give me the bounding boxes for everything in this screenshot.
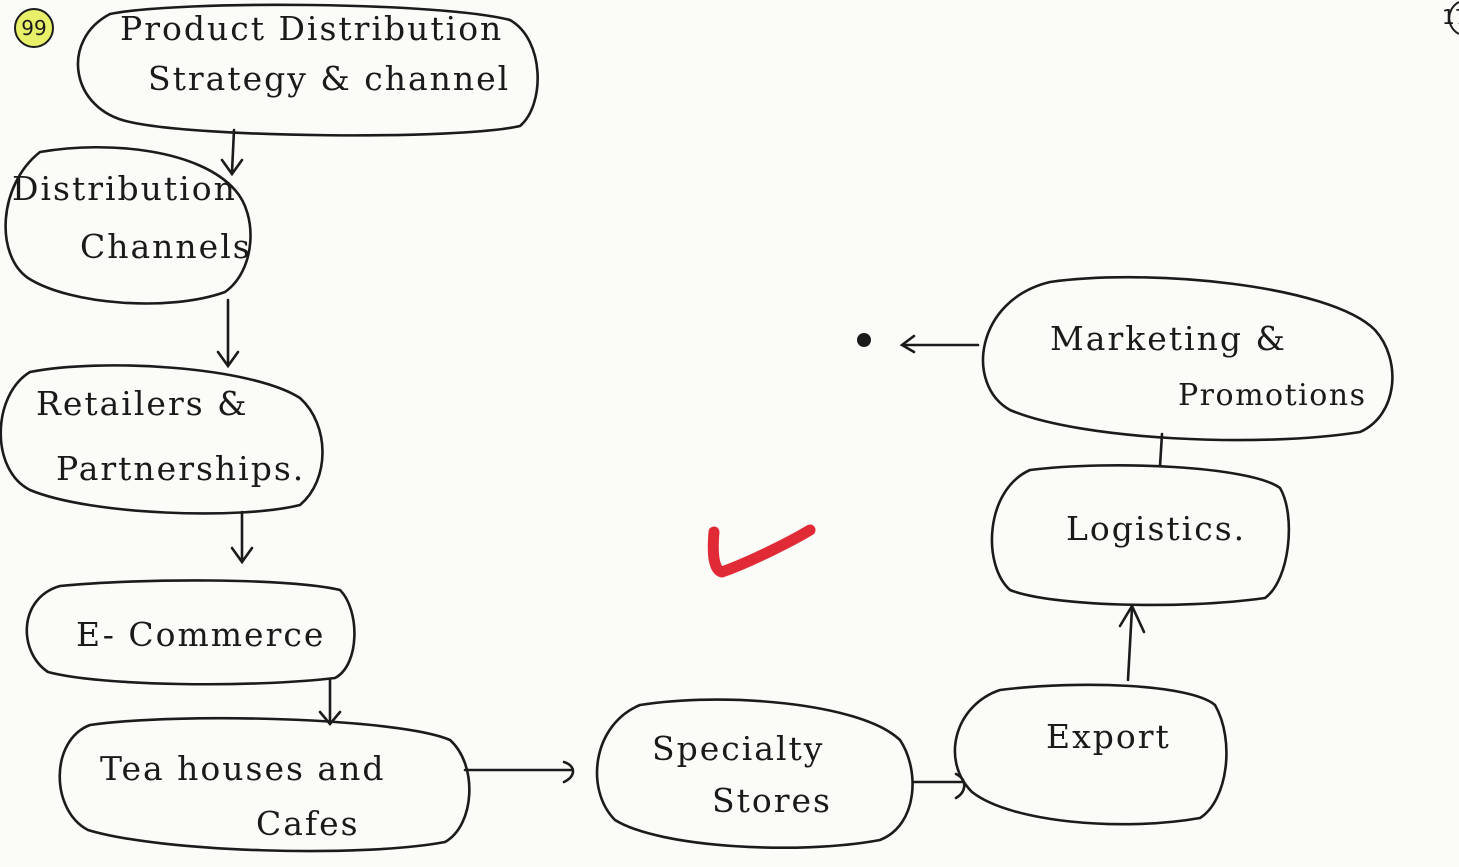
node-specialty-line1: Specialty: [652, 729, 824, 768]
node-export: Export: [953, 683, 1228, 826]
page-number-marker: 17: [1442, 1, 1459, 35]
node-product-distribution: Product Distribution Strategy & channel: [76, 3, 539, 137]
node-specialty-line2: Stores: [712, 781, 832, 820]
node-tea-houses-line1: Tea houses and: [100, 749, 385, 788]
arrow-to-endpoint: [857, 333, 980, 354]
arrow-to-ecommerce: [230, 510, 254, 565]
node-export-line1: Export: [1046, 717, 1171, 756]
question-number-badge: 99: [14, 8, 54, 48]
node-retailers-line1: Retailers &: [36, 384, 249, 423]
arrow-to-export: [912, 772, 966, 800]
question-number: 99: [21, 16, 46, 40]
node-specialty-stores: Specialty Stores: [595, 698, 914, 850]
node-product-distribution-line2: Strategy & channel: [148, 59, 510, 98]
arrow-to-tea-houses: [318, 678, 342, 727]
node-marketing-line1: Marketing &: [1050, 319, 1287, 358]
node-logistics: Logistics.: [990, 464, 1291, 607]
node-distribution-channels-line2: Channels: [80, 227, 252, 266]
node-product-distribution-line1: Product Distribution: [120, 9, 503, 48]
endpoint-dot: [857, 333, 871, 347]
arrow-to-marketing: [1158, 432, 1164, 468]
node-marketing-promotions: Marketing & Promotions: [981, 275, 1394, 442]
node-retailers-line2: Partnerships.: [56, 449, 305, 488]
arrow-to-distribution-channels: [220, 128, 244, 177]
arrow-to-logistics: [1118, 603, 1146, 682]
node-ecommerce-line1: E- Commerce: [76, 615, 325, 654]
arrow-to-specialty-stores: [463, 760, 575, 784]
node-tea-houses-line2: Cafes: [256, 804, 360, 843]
node-logistics-line1: Logistics.: [1066, 509, 1246, 548]
node-retailers-partnerships: Retailers & Partnerships.: [0, 364, 324, 515]
node-tea-houses-cafes: Tea houses and Cafes: [58, 716, 471, 853]
node-distribution-channels-line1: Distribution: [12, 169, 237, 208]
node-marketing-line2: Promotions: [1178, 378, 1367, 413]
arrow-to-retailers: [216, 298, 240, 369]
node-ecommerce: E- Commerce: [25, 579, 356, 686]
page-number: 17: [1442, 5, 1459, 29]
grader-check-mark: [707, 524, 816, 578]
node-distribution-channels: Distribution Channels: [4, 145, 252, 305]
